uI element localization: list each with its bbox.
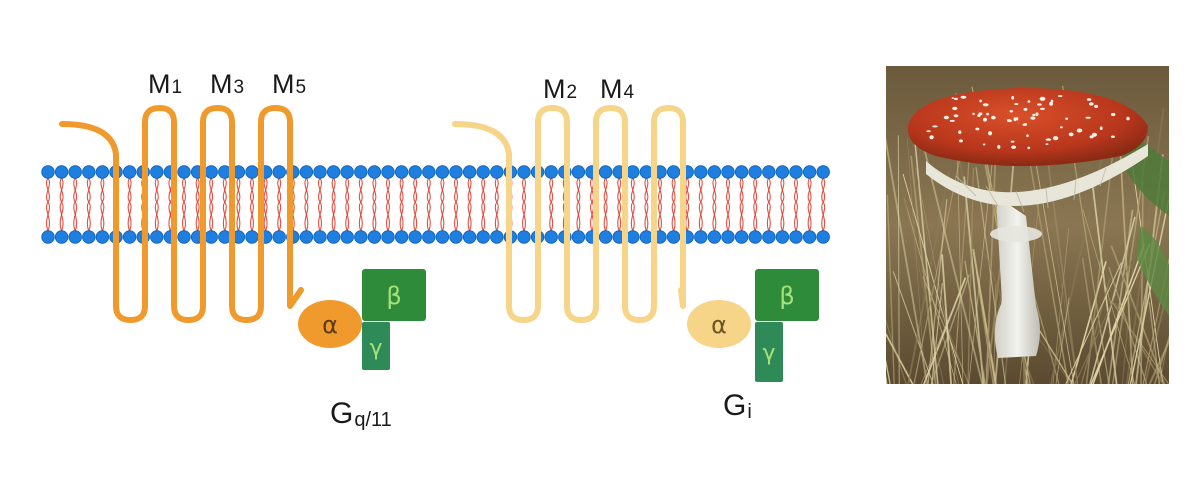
gamma-label: γ <box>762 341 775 366</box>
mushroom-gills <box>955 167 1107 213</box>
lipid-tails <box>46 177 826 232</box>
g-protein-name-gi: Gi <box>723 389 752 423</box>
g-protein-name-gq11: Gq/11 <box>330 397 392 431</box>
alpha-label: α <box>322 311 338 339</box>
g-protein-gq11: α β γ Gq/11 <box>298 269 426 431</box>
alpha-subunit <box>298 300 362 348</box>
receptor-m1-m3-m5-chain <box>59 105 304 323</box>
beta-label: β <box>386 282 401 310</box>
alpha-label: α <box>711 311 727 339</box>
label-m3: M3 <box>210 69 244 99</box>
gamma-label: γ <box>369 336 382 361</box>
cap-white-spots <box>926 95 1130 150</box>
label-m4: M4 <box>600 74 635 104</box>
right-receptor-labels: M2 M4 <box>543 74 635 104</box>
gamma-subunit <box>755 322 783 382</box>
lipid-heads <box>41 165 830 244</box>
label-m2: M2 <box>543 74 577 104</box>
g-protein-gi: α β γ Gi <box>687 269 819 423</box>
label-m1: M1 <box>148 69 182 99</box>
receptor-m2-m4-chain <box>452 105 686 323</box>
beta-subunit <box>755 269 819 321</box>
label-m5: M5 <box>272 69 306 99</box>
beta-label: β <box>779 282 794 310</box>
beta-subunit <box>362 269 426 321</box>
gamma-subunit <box>362 322 390 370</box>
alpha-subunit <box>687 300 751 348</box>
lipid-bilayer-membrane <box>41 165 830 244</box>
left-receptor-labels: M1 M3 M5 <box>148 69 306 99</box>
mushroom-photo <box>886 66 1169 384</box>
